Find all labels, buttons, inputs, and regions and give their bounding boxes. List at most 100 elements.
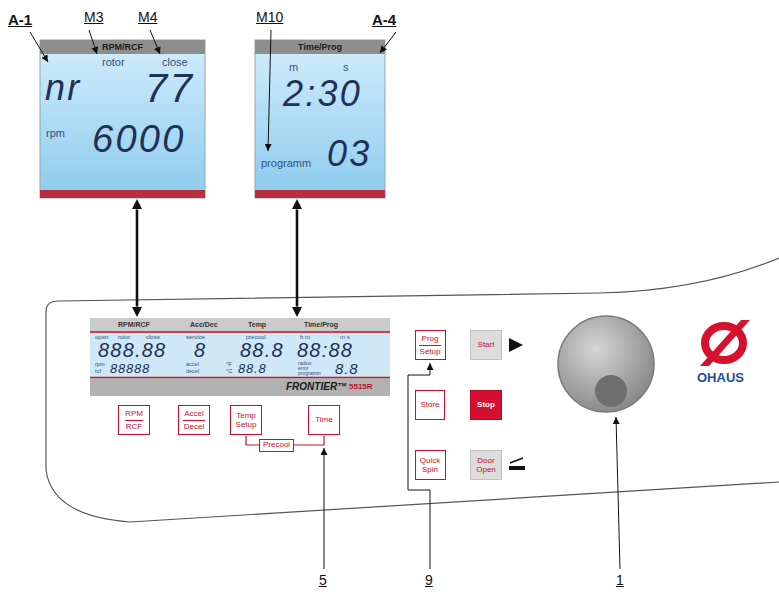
button-label: RPM <box>124 409 144 418</box>
control-button: AccelDecel <box>178 405 210 435</box>
button-label: Temp Setup <box>233 411 259 429</box>
brand-logo-text: OHAUS <box>697 371 744 384</box>
lcd-inset-header <box>255 40 385 54</box>
lcd-digits: 88888 <box>110 362 150 375</box>
bracket-label: Precool <box>259 439 294 452</box>
lcd-label: accel <box>186 362 199 368</box>
callout-label: A-1 <box>8 12 32 27</box>
display-header: Temp <box>248 321 266 328</box>
lcd-label: °C <box>226 369 232 375</box>
control-button: Door Open <box>470 450 502 480</box>
lcd-label: close <box>162 57 188 68</box>
button-label: Store <box>419 400 440 409</box>
lcd-digits: 888.88 <box>98 340 166 360</box>
door-icon <box>510 458 523 463</box>
model-number: 5515R <box>349 383 373 391</box>
lcd-digits: 6000 <box>92 120 186 158</box>
lcd-digits: 03 <box>327 136 371 172</box>
display-panel <box>90 318 390 396</box>
control-button: ProgSetup <box>415 330 446 360</box>
housing-outline <box>46 258 779 470</box>
lcd-label: m <box>289 62 298 73</box>
lcd-digits: 77 <box>145 68 194 108</box>
lcd-label: rpm <box>46 128 65 139</box>
control-button: Store <box>415 390 445 420</box>
control-button: Stop <box>470 390 502 420</box>
lcd-label: °F <box>226 362 232 368</box>
callout-number: 5 <box>319 573 327 587</box>
lcd-digits: 8.8 <box>335 361 359 376</box>
control-button: RPM RCF <box>118 405 150 435</box>
control-button: Time <box>308 405 340 435</box>
callout-number: 9 <box>425 573 433 587</box>
display-red-line <box>90 377 390 379</box>
start-icon <box>509 338 523 352</box>
button-label: Start <box>477 340 496 349</box>
lcd-label: s <box>343 62 349 73</box>
lcd-digits: 8 <box>194 340 206 360</box>
button-label: Accel <box>183 409 205 418</box>
display-lcd <box>90 333 390 377</box>
double-arrow <box>136 209 139 306</box>
lcd-inset-strip <box>40 190 205 198</box>
lcd-label: programm <box>298 371 321 376</box>
button-label: Stop <box>476 400 496 409</box>
leader-line <box>324 448 325 569</box>
lcd-label: decel <box>186 369 199 375</box>
display-panel: RPM/RCFAcc/DecTempTime/Progopenrotorclos… <box>90 318 390 396</box>
leader-line <box>268 30 271 151</box>
leader-line <box>616 417 620 569</box>
display-header: Time/Prog <box>255 43 385 52</box>
control-button: Quick Spin <box>415 450 446 480</box>
double-arrow <box>296 209 299 306</box>
lcd-inset-screen <box>255 40 385 198</box>
leader-line <box>150 30 160 54</box>
button-label: Quick Spin <box>418 456 443 474</box>
callout-number: 1 <box>616 573 624 587</box>
brand-name: FRONTIER™ <box>286 382 347 392</box>
lcd-digits: nr <box>45 70 81 106</box>
display-header: Acc/Dec <box>190 321 218 328</box>
lcd-inset-screen <box>40 40 205 198</box>
lcd-label: rcf <box>95 369 101 375</box>
lcd-digits: 88.8 <box>238 362 267 375</box>
callout-label: M3 <box>84 10 103 24</box>
display-header: RPM/RCF <box>40 43 205 52</box>
button-label: Time <box>314 415 333 424</box>
lcd-inset-header <box>40 40 205 54</box>
display-red-line <box>90 331 390 333</box>
lcd-digits: 88.8 <box>240 340 284 360</box>
button-label: Door Open <box>473 456 499 474</box>
callout-label: M10 <box>256 10 283 24</box>
leader-line <box>380 32 396 53</box>
button-label: Setup <box>419 345 442 356</box>
display-header: RPM/RCF <box>118 321 150 328</box>
leader-line <box>89 30 97 54</box>
display-header: Time/Prog <box>304 321 338 328</box>
lcd-label: programm <box>261 158 311 169</box>
control-button: Start <box>470 330 502 360</box>
control-knob <box>558 316 654 412</box>
control-button: Temp Setup <box>230 405 262 435</box>
lcd-inset-strip <box>255 190 385 198</box>
button-label: RCF <box>125 420 143 431</box>
lcd-inset: Time/Prog m s 2:30 programm 03 <box>255 40 385 198</box>
callout-label: M4 <box>138 10 157 24</box>
leader-line <box>30 32 48 62</box>
button-label: Decel <box>183 420 205 431</box>
display-band <box>90 379 390 396</box>
lcd-inset: RPM/RCF rotor close nr 77 rpm 6000 <box>40 40 205 198</box>
callout-label: A-4 <box>372 12 396 27</box>
lcd-digits: 2:30 <box>283 76 362 112</box>
lcd-label: rpm <box>95 362 104 368</box>
door-icon <box>509 466 525 470</box>
button-label: Prog <box>421 334 440 343</box>
knob-grip <box>595 375 627 407</box>
lcd-label: rotor <box>102 57 125 68</box>
lcd-digits: 88:88 <box>297 340 353 360</box>
housing-outline <box>46 470 779 522</box>
